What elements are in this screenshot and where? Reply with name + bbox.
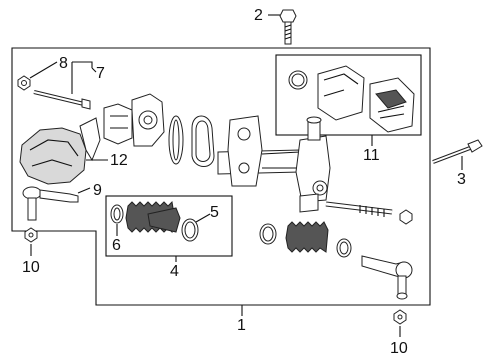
bolt-top-part bbox=[279, 9, 297, 45]
callout-3: 3 bbox=[457, 171, 466, 188]
leader-7 bbox=[71, 61, 97, 94]
nut-10-left-part bbox=[24, 227, 38, 243]
callout-7: 7 bbox=[96, 65, 105, 82]
bolt-7-part bbox=[33, 90, 91, 110]
callout-10-right: 10 bbox=[390, 340, 408, 357]
seal-ring-part bbox=[168, 115, 184, 165]
drive-belt-part bbox=[191, 115, 215, 167]
boot-kit-outline bbox=[105, 195, 233, 257]
ecu-kit-outline bbox=[275, 54, 422, 136]
callout-8: 8 bbox=[59, 55, 68, 72]
tie-rod-end-right-part bbox=[361, 255, 413, 300]
leader-5 bbox=[195, 213, 211, 223]
right-boot-assembly-part bbox=[259, 221, 352, 258]
callout-12: 12 bbox=[110, 152, 128, 169]
callout-9: 9 bbox=[93, 182, 102, 199]
leader-8 bbox=[29, 61, 58, 79]
callout-2: 2 bbox=[254, 7, 263, 24]
callout-5: 5 bbox=[210, 204, 219, 221]
clamp-6-part bbox=[110, 204, 124, 224]
main-assembly-outline bbox=[11, 47, 431, 306]
callout-6: 6 bbox=[112, 237, 121, 254]
motor-housing-part bbox=[103, 93, 165, 147]
steering-boot-part bbox=[125, 200, 181, 234]
rack-housing-part bbox=[217, 115, 393, 217]
callout-4: 4 bbox=[170, 263, 179, 280]
nut-10-right-part bbox=[393, 309, 407, 325]
callout-10-left: 10 bbox=[22, 259, 40, 276]
clamp-5-part bbox=[181, 218, 199, 242]
control-module-part bbox=[288, 65, 415, 133]
leader-9 bbox=[77, 187, 91, 194]
nut-8-part bbox=[17, 75, 31, 91]
callout-1: 1 bbox=[237, 317, 246, 334]
heat-shield-part bbox=[19, 117, 101, 185]
bolt-right-part bbox=[432, 139, 483, 164]
jam-nut-part bbox=[399, 209, 413, 225]
tie-rod-end-left-part bbox=[22, 186, 79, 221]
callout-11: 11 bbox=[363, 147, 380, 164]
